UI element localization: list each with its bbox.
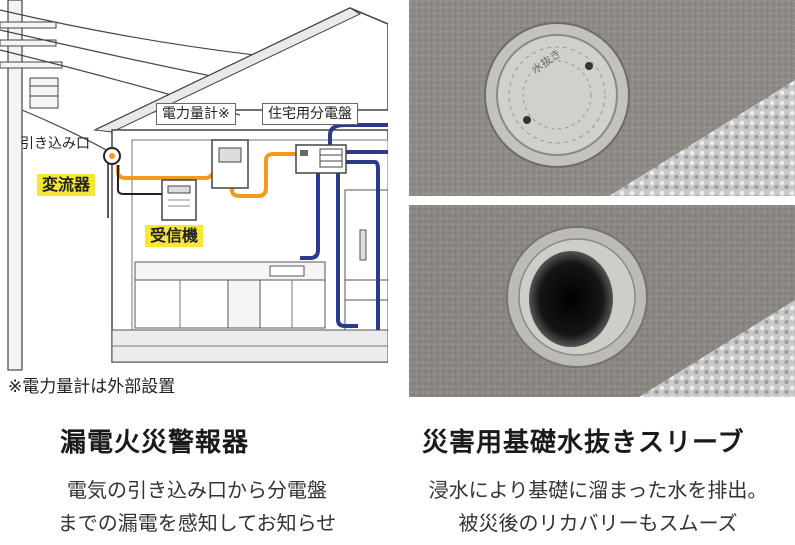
sleeve-cover-image: 水抜き xyxy=(409,0,795,196)
right-desc-line1: 浸水により基礎に溜まった水を排出。 xyxy=(428,478,768,502)
left-title: 漏電火災警報器 xyxy=(60,428,250,458)
sleeve-open-image xyxy=(409,205,795,397)
meter-label: 電力量計※ xyxy=(156,103,236,125)
drain-sleeve-opening xyxy=(506,226,648,368)
drain-cover: 水抜き xyxy=(484,22,630,168)
left-desc-line2: までの漏電を感知してお知らせ xyxy=(57,511,337,535)
meter-note: ※電力量計は外部設置 xyxy=(8,377,176,397)
ct-label: 変流器 xyxy=(37,174,96,196)
sleeve-open-photo xyxy=(409,205,795,397)
house-diagram-panel: 引き込み口 電力量計※ 住宅用分電盤 変流器 受信機 xyxy=(0,0,389,400)
meter-device xyxy=(211,139,249,189)
pull-in-label: 引き込み口 xyxy=(20,136,90,152)
panel-label: 住宅用分電盤 xyxy=(262,103,358,125)
sleeve-cover-photo: 水抜き xyxy=(409,0,795,196)
receiver-label: 受信機 xyxy=(145,225,204,247)
right-desc-line2: 被災後のリカバリーもスムーズ xyxy=(458,511,738,535)
right-title: 災害用基礎水抜きスリーブ xyxy=(422,428,745,458)
left-desc-line1: 電気の引き込み口から分電盤 xyxy=(67,478,327,502)
house-diagram xyxy=(0,0,389,371)
